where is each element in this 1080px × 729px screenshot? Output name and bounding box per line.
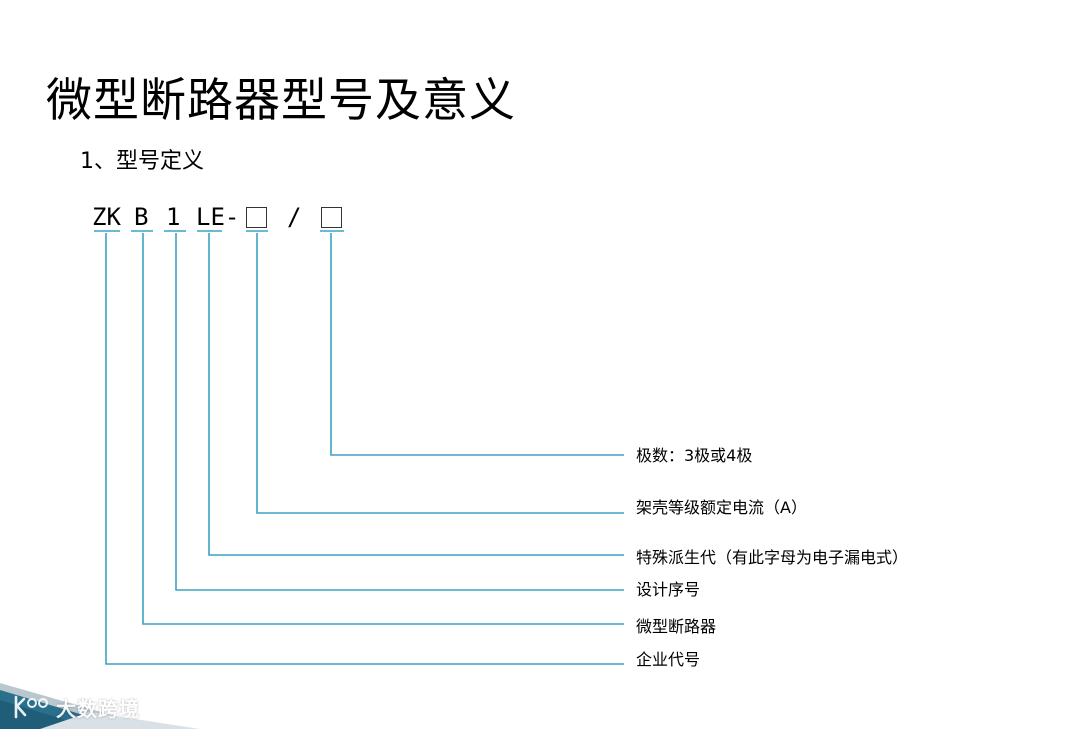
code-part-zk: ZK [92,203,121,231]
connector-poles [330,233,624,456]
connector-mcb [142,233,624,625]
label-company: 企业代号 [636,650,701,669]
section-subtitle: 1、型号定义 [80,149,204,174]
label-current: 架壳等级额定电流（A） [636,498,807,517]
label-special: 特殊派生代（有此字母为电子漏电式） [636,548,909,567]
connector-company [105,233,624,665]
page-title: 微型断路器型号及意义 [46,73,516,127]
label-design: 设计序号 [636,580,701,599]
connector-special [208,233,624,556]
code-part-b: B [134,203,149,231]
watermark-logo-icon [14,695,48,719]
code-box-poles [321,207,342,228]
connector-design [175,233,624,591]
code-part-le: LE- [196,203,240,231]
code-part-1: 1 [166,203,181,231]
watermark-text: 大数跨境 [56,696,140,721]
code-part-slash: / [287,203,302,231]
label-mcb: 微型断路器 [636,617,717,636]
code-box-current [246,207,267,228]
watermark: 大数跨境 [10,690,140,724]
label-poles: 极数：3极或4极 [636,446,753,465]
connector-current [256,233,624,514]
